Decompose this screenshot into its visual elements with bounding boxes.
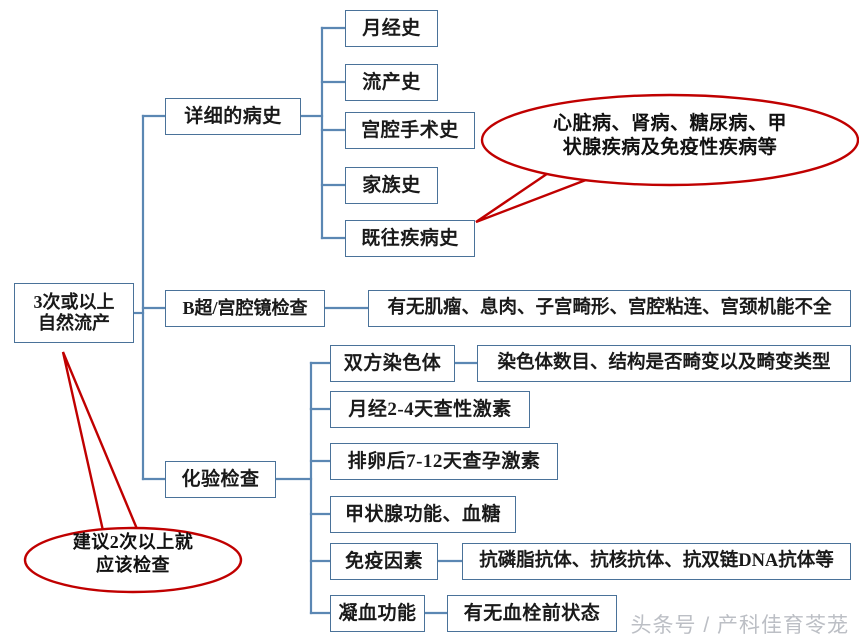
lab-detail-chromosome[interactable]: 染色体数目、结构是否畸变以及畸变类型: [477, 345, 851, 382]
history-item-uterine-surgery[interactable]: 宫腔手术史: [345, 112, 475, 149]
watermark: 头条号 / 产科佳育苓茏: [630, 614, 849, 637]
branch-node-lab[interactable]: 化验检查: [165, 461, 276, 498]
lab-detail-coagulation[interactable]: 有无血栓前状态: [447, 595, 617, 632]
ultrasound-detail[interactable]: 有无肌瘤、息肉、子宫畸形、宫腔粘连、宫颈机能不全: [368, 290, 851, 327]
history-item-family[interactable]: 家族史: [345, 167, 438, 204]
lab-item-sex-hormone[interactable]: 月经2-4天查性激素: [330, 391, 530, 428]
lab-item-chromosome[interactable]: 双方染色体: [330, 345, 455, 382]
branch-node-ultrasound[interactable]: B超/宫腔镜检查: [165, 290, 325, 327]
history-item-abortion[interactable]: 流产史: [345, 64, 438, 101]
branch-node-history[interactable]: 详细的病史: [165, 98, 301, 135]
lab-item-thyroid-glucose[interactable]: 甲状腺功能、血糖: [330, 496, 516, 533]
lab-item-immune-factor[interactable]: 免疫因素: [330, 543, 438, 580]
history-item-menstrual[interactable]: 月经史: [345, 10, 438, 47]
callout-past-disease-text: 心脏病、肾病、糖尿病、甲 状腺疾病及免疫性疾病等: [552, 113, 787, 159]
lab-item-progesterone[interactable]: 排卵后7-12天查孕激素: [330, 443, 558, 480]
root-node[interactable]: 3次或以上 自然流产: [14, 283, 134, 343]
callout-recommendation-text: 建议2次以上就 应该检查: [72, 532, 194, 576]
lab-item-coagulation[interactable]: 凝血功能: [330, 595, 425, 632]
history-item-past-disease[interactable]: 既往疾病史: [345, 220, 475, 257]
lab-detail-immune-factor[interactable]: 抗磷脂抗体、抗核抗体、抗双链DNA抗体等: [462, 543, 851, 580]
